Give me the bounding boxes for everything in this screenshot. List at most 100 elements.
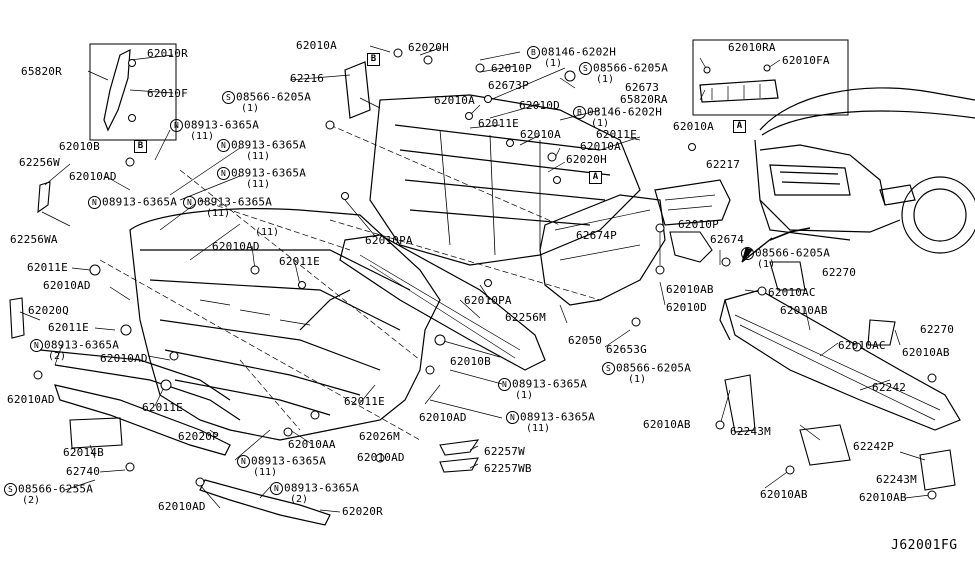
part-label[interactable]: 62010A	[580, 140, 621, 153]
part-label[interactable]: 62257W	[484, 445, 525, 458]
part-label[interactable]: 62010AB	[666, 283, 714, 296]
part-label[interactable]: 62011E	[478, 117, 519, 130]
part-label[interactable]: 62010D	[666, 301, 707, 314]
part-label[interactable]: 62010A	[673, 120, 714, 133]
part-label[interactable]: 62010PA	[365, 234, 413, 247]
part-label[interactable]: 62010AC	[768, 286, 816, 299]
part-label[interactable]: 62010AD	[43, 279, 91, 292]
prefix-symbol: N	[88, 196, 101, 209]
bracket-62242p	[799, 424, 851, 466]
part-label[interactable]: 62010AB	[760, 488, 808, 501]
bumper-reinforcement	[719, 289, 961, 431]
part-label[interactable]: 62010AD	[158, 500, 206, 513]
part-label[interactable]: 62011E	[27, 261, 68, 274]
part-label[interactable]: 62050	[568, 334, 603, 347]
part-label[interactable]: 62010P	[491, 62, 532, 75]
prefix-symbol: N	[170, 119, 183, 132]
part-label[interactable]: 62257WB	[484, 462, 532, 475]
part-label[interactable]: 62673P	[488, 79, 529, 92]
part-label[interactable]: 62740	[66, 465, 101, 478]
part-label[interactable]: 62673	[625, 81, 660, 94]
part-label[interactable]: 62010AD	[212, 240, 260, 253]
quantity-note: (11)	[206, 208, 231, 219]
part-label[interactable]: 62242	[872, 381, 907, 394]
part-label[interactable]: 62014B	[63, 446, 104, 459]
part-label[interactable]: 62010R	[147, 47, 188, 60]
part-label[interactable]: 65820R	[21, 65, 62, 78]
part-label[interactable]: 62010F	[147, 87, 188, 100]
part-label[interactable]: 62011E	[344, 395, 385, 408]
part-label[interactable]: 62010RA	[728, 41, 776, 54]
part-label[interactable]: 62270	[822, 266, 857, 279]
bracket-62270-lower	[867, 319, 896, 346]
foglamp-cover-w	[439, 439, 480, 456]
part-label[interactable]: 62674	[710, 233, 745, 246]
fasteners	[33, 48, 937, 500]
part-label[interactable]: 62010AA	[288, 438, 336, 451]
part-label[interactable]: 62010PA	[464, 294, 512, 307]
part-label[interactable]: 62011E	[48, 321, 89, 334]
part-label[interactable]: 62010B	[59, 140, 100, 153]
part-label[interactable]: 62010A	[434, 94, 475, 107]
part-label[interactable]: 62243M	[876, 473, 917, 486]
part-label[interactable]: 62270	[920, 323, 955, 336]
part-label[interactable]: 62010AC	[838, 339, 886, 352]
part-label[interactable]: 62010AD	[100, 352, 148, 365]
part-label[interactable]: 62020P	[178, 430, 219, 443]
part-label[interactable]: 62243M	[730, 425, 771, 438]
part-label[interactable]: 62020R	[342, 505, 383, 518]
part-label[interactable]: 62010FA	[782, 54, 830, 67]
part-label[interactable]: 62011E	[596, 128, 637, 141]
lower-strip-62020p	[54, 384, 231, 456]
part-label[interactable]: 62010B	[450, 355, 491, 368]
part-label[interactable]: 62010AD	[7, 393, 55, 406]
part-label[interactable]: 62256M	[505, 311, 546, 324]
part-label[interactable]: 62256WA	[10, 233, 58, 246]
part-label[interactable]: 62216	[290, 72, 325, 85]
part-label[interactable]: 62011E	[279, 255, 320, 268]
bracket-62243m-right	[919, 449, 956, 491]
part-label[interactable]: 62010A	[520, 128, 561, 141]
part-label[interactable]: 62010AB	[902, 346, 950, 359]
prefix-symbol: B	[527, 46, 540, 59]
part-label[interactable]: 62020H	[566, 153, 607, 166]
part-label[interactable]: 62020H	[408, 41, 449, 54]
part-label[interactable]: 62026M	[359, 430, 400, 443]
part-label[interactable]: 62010AD	[419, 411, 467, 424]
part-label[interactable]: 62010P	[678, 218, 719, 231]
part-label[interactable]: 62020Q	[28, 304, 69, 317]
part-label[interactable]: 62256W	[19, 156, 60, 169]
part-label[interactable]: 62011E	[142, 401, 183, 414]
part-label[interactable]: 62010AB	[643, 418, 691, 431]
prefix-symbol: S	[4, 483, 17, 496]
quantity-note: (1)	[757, 259, 776, 270]
part-label[interactable]: 65820RA	[620, 93, 668, 106]
part-label[interactable]: 62010A	[296, 39, 337, 52]
part-label[interactable]: 62010D	[519, 99, 560, 112]
part-label[interactable]: 62010AB	[859, 491, 907, 504]
part-label[interactable]: 62242P	[853, 440, 894, 453]
part-label[interactable]: 62010AD	[357, 451, 405, 464]
part-label[interactable]: 62653G	[606, 343, 647, 356]
part-label[interactable]: 62674P	[576, 229, 617, 242]
part-label[interactable]: 62217	[706, 158, 741, 171]
part-label[interactable]: 62010AB	[780, 304, 828, 317]
part-label[interactable]: 62010AD	[69, 170, 117, 183]
